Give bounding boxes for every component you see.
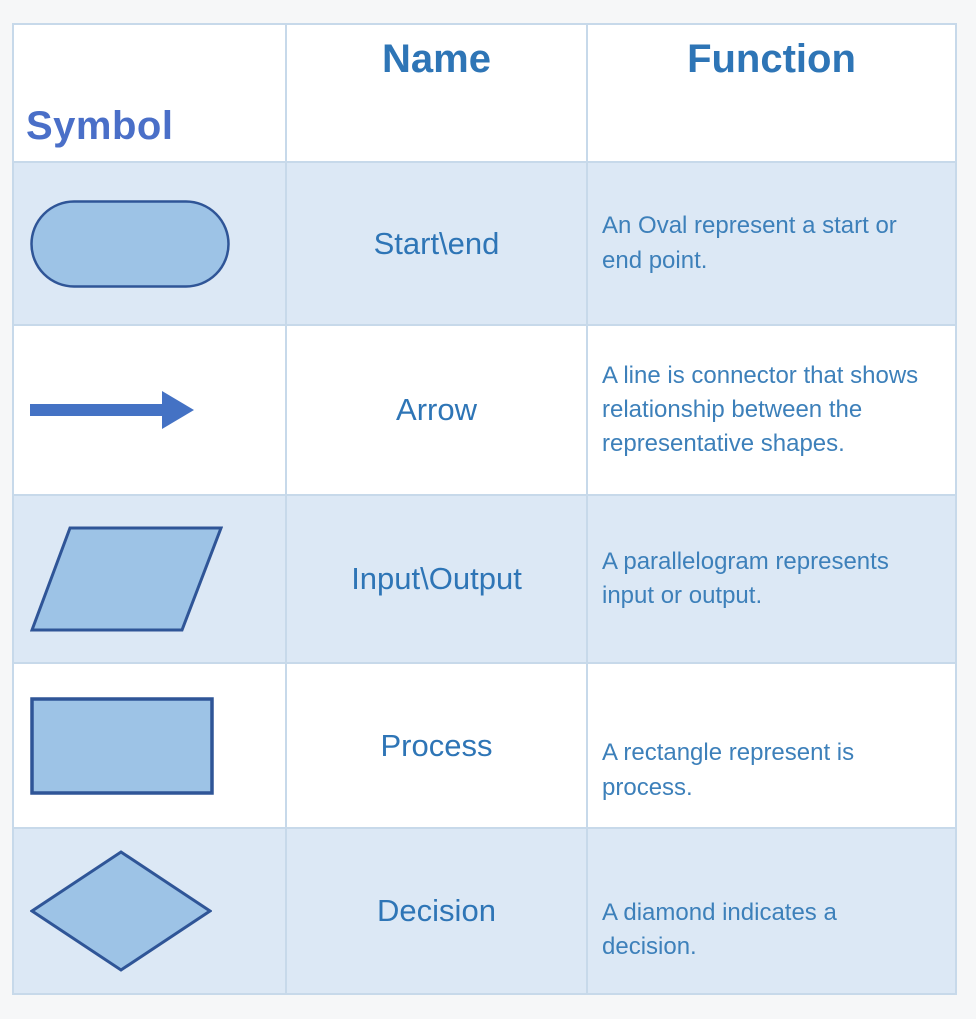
column-header-function: Function xyxy=(588,25,955,161)
table-row-5-function: A diamond indicates a decision. xyxy=(588,829,955,993)
table-row-1-symbol-cell xyxy=(14,163,285,324)
column-header-name: Name xyxy=(287,25,586,161)
rectangle-icon xyxy=(30,696,214,795)
table-row-4-symbol-cell xyxy=(14,664,285,827)
column-header-symbol: Symbol xyxy=(14,25,285,161)
table-row-3-name: Input\Output xyxy=(287,496,586,662)
table-row-2-function: A line is connector that shows relations… xyxy=(588,326,955,494)
flowchart-symbols-table: Symbol Name Function Start\end An Oval r… xyxy=(12,23,957,995)
table-row-5-symbol-cell xyxy=(14,829,285,993)
parallelogram-icon xyxy=(30,526,223,632)
table-row-4-name: Process xyxy=(287,664,586,827)
table-row-3-function: A parallelogram represents input or outp… xyxy=(588,496,955,662)
oval-icon xyxy=(30,199,230,288)
arrow-icon xyxy=(30,391,194,429)
table-row-4-function: A rectangle represent is process. xyxy=(588,664,955,827)
table-row-3-symbol-cell xyxy=(14,496,285,662)
table-row-2-name: Arrow xyxy=(287,326,586,494)
table-row-5-name: Decision xyxy=(287,829,586,993)
table-row-1-name: Start\end xyxy=(287,163,586,324)
diamond-icon xyxy=(30,850,212,972)
table-row-2-symbol-cell xyxy=(14,326,285,494)
table-row-1-function: An Oval represent a start or end point. xyxy=(588,163,955,324)
